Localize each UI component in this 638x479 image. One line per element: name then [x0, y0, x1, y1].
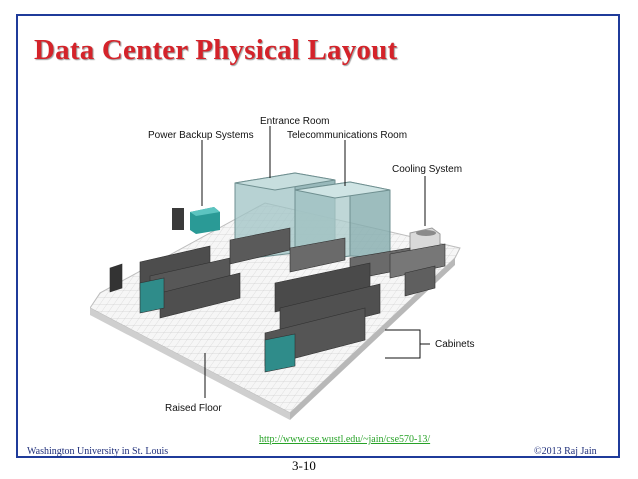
- page-number: 3-10: [292, 458, 316, 473]
- leader-lines: [201, 126, 430, 398]
- label-raised-floor: Raised Floor: [165, 403, 222, 414]
- raised-floor-edge: [90, 308, 290, 420]
- footer-course-link[interactable]: http://www.cse.wustl.edu/~jain/cse570-13…: [259, 434, 431, 445]
- slide-title: Data Center Physical Layout: [34, 34, 398, 66]
- raised-floor-edge-right: [290, 258, 455, 420]
- label-cabinets: Cabinets: [435, 339, 474, 350]
- label-power-backup: Power Backup Systems: [148, 130, 254, 141]
- power-backup-unit: [172, 207, 220, 234]
- footer-copyright: ©2013 Raj Jain: [534, 446, 597, 457]
- label-telecom-room: Telecommunications Room: [287, 130, 407, 141]
- cabinet-rows: [109, 227, 446, 373]
- label-cooling-system: Cooling System: [392, 164, 462, 175]
- footer-institution: Washington University in St. Louis: [27, 446, 169, 457]
- data-center-illustration: Entrance Room Power Backup Systems Telec…: [90, 116, 474, 420]
- label-entrance-room: Entrance Room: [260, 116, 329, 127]
